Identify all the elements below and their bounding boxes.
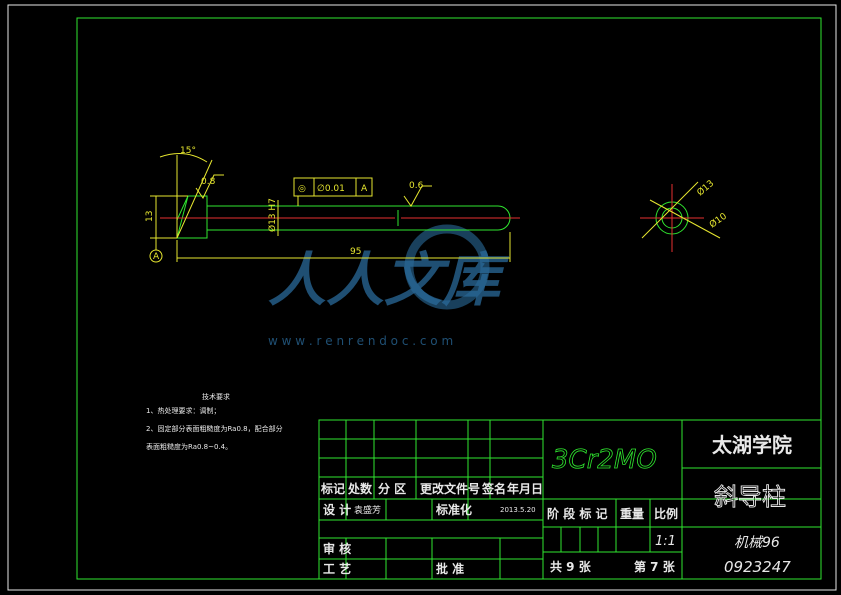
scale-value: 1:1 [655, 534, 676, 549]
roughness-end-symbol [195, 174, 224, 199]
process-label: 工 艺 [323, 561, 351, 576]
standardize-label: 标准化 [435, 502, 472, 517]
part-name: 斜导柱 [714, 483, 786, 511]
section-view: Ø13 Ø10 [640, 178, 729, 252]
total-sheets: 共 9 张 [550, 559, 592, 574]
student-id: 0923247 [724, 558, 791, 576]
height-dim: 13 [145, 211, 155, 222]
hdr-change-doc: 更改文件号 [420, 481, 480, 496]
roughness-end-value: 0.8 [201, 177, 216, 187]
hdr-sign: 签名 [481, 481, 506, 496]
tolerance-value: ∅0.01 [317, 184, 345, 194]
watermark-ring [404, 224, 490, 310]
watermark-url: w w w . r e n r e n d o c . c o m [268, 334, 453, 348]
school-name: 太湖学院 [712, 433, 792, 457]
sheet-number: 第 7 张 [634, 559, 676, 574]
hdr-count: 处数 [347, 481, 373, 496]
hdr-zone: 分 区 [378, 481, 406, 496]
tolerance-frame [293, 177, 373, 197]
section-dia-small: Ø10 [707, 211, 729, 231]
weight-label: 重量 [620, 506, 644, 521]
design-label: 设 计 [323, 502, 351, 517]
review-label: 审 核 [323, 541, 351, 556]
approve-label: 批 准 [436, 561, 464, 576]
notes-title: 技术要求 [202, 392, 230, 401]
technical-notes: 技术要求 1、热处理要求：调制； 2、固定部分表面粗糙度为Ra0.8，配合部分 … [146, 392, 283, 451]
scale-label: 比例 [654, 506, 678, 521]
datum-label: A [153, 252, 160, 262]
hdr-date: 年月日 [507, 481, 543, 496]
watermark: 人人文库 w w w . r e n r e n d o c . c o m [268, 224, 510, 348]
pillar-view: 15° 0.8 13 A 95 Ø13 H7 ◎ ∅0.01 A 0.6 [145, 146, 520, 263]
fit-dim: Ø13 H7 [267, 198, 278, 232]
section-dia-large: Ø13 [695, 178, 716, 198]
tolerance-symbol: ◎ [298, 184, 306, 194]
roughness-body-value: 0.6 [409, 181, 424, 191]
stage-label: 阶 段 标 记 [547, 506, 608, 521]
notes-line-1: 1、热处理要求：调制； [146, 406, 220, 415]
datum-marker [149, 249, 163, 263]
design-date: 2013.5.20 [500, 506, 536, 514]
tolerance-datum: A [361, 184, 368, 194]
title-block: 3Cr2MO 太湖学院 斜导柱 机械96 0923247 标记 处数 分 区 更… [318, 419, 822, 580]
hdr-mark: 标记 [320, 481, 345, 496]
watermark-title: 人人文库 [268, 246, 510, 314]
material: 3Cr2MO [552, 445, 657, 475]
notes-line-3: 表面粗糙度为Ra0.8~0.4。 [146, 442, 232, 451]
outer-border [7, 4, 837, 591]
class-name: 机械96 [734, 535, 780, 551]
angle-dim: 15° [180, 146, 196, 156]
designer-name: 袁盛芳 [354, 504, 381, 516]
roughness-body-symbol [403, 185, 432, 207]
notes-line-2: 2、固定部分表面粗糙度为Ra0.8，配合部分 [146, 424, 283, 433]
length-dim: 95 [350, 247, 361, 257]
